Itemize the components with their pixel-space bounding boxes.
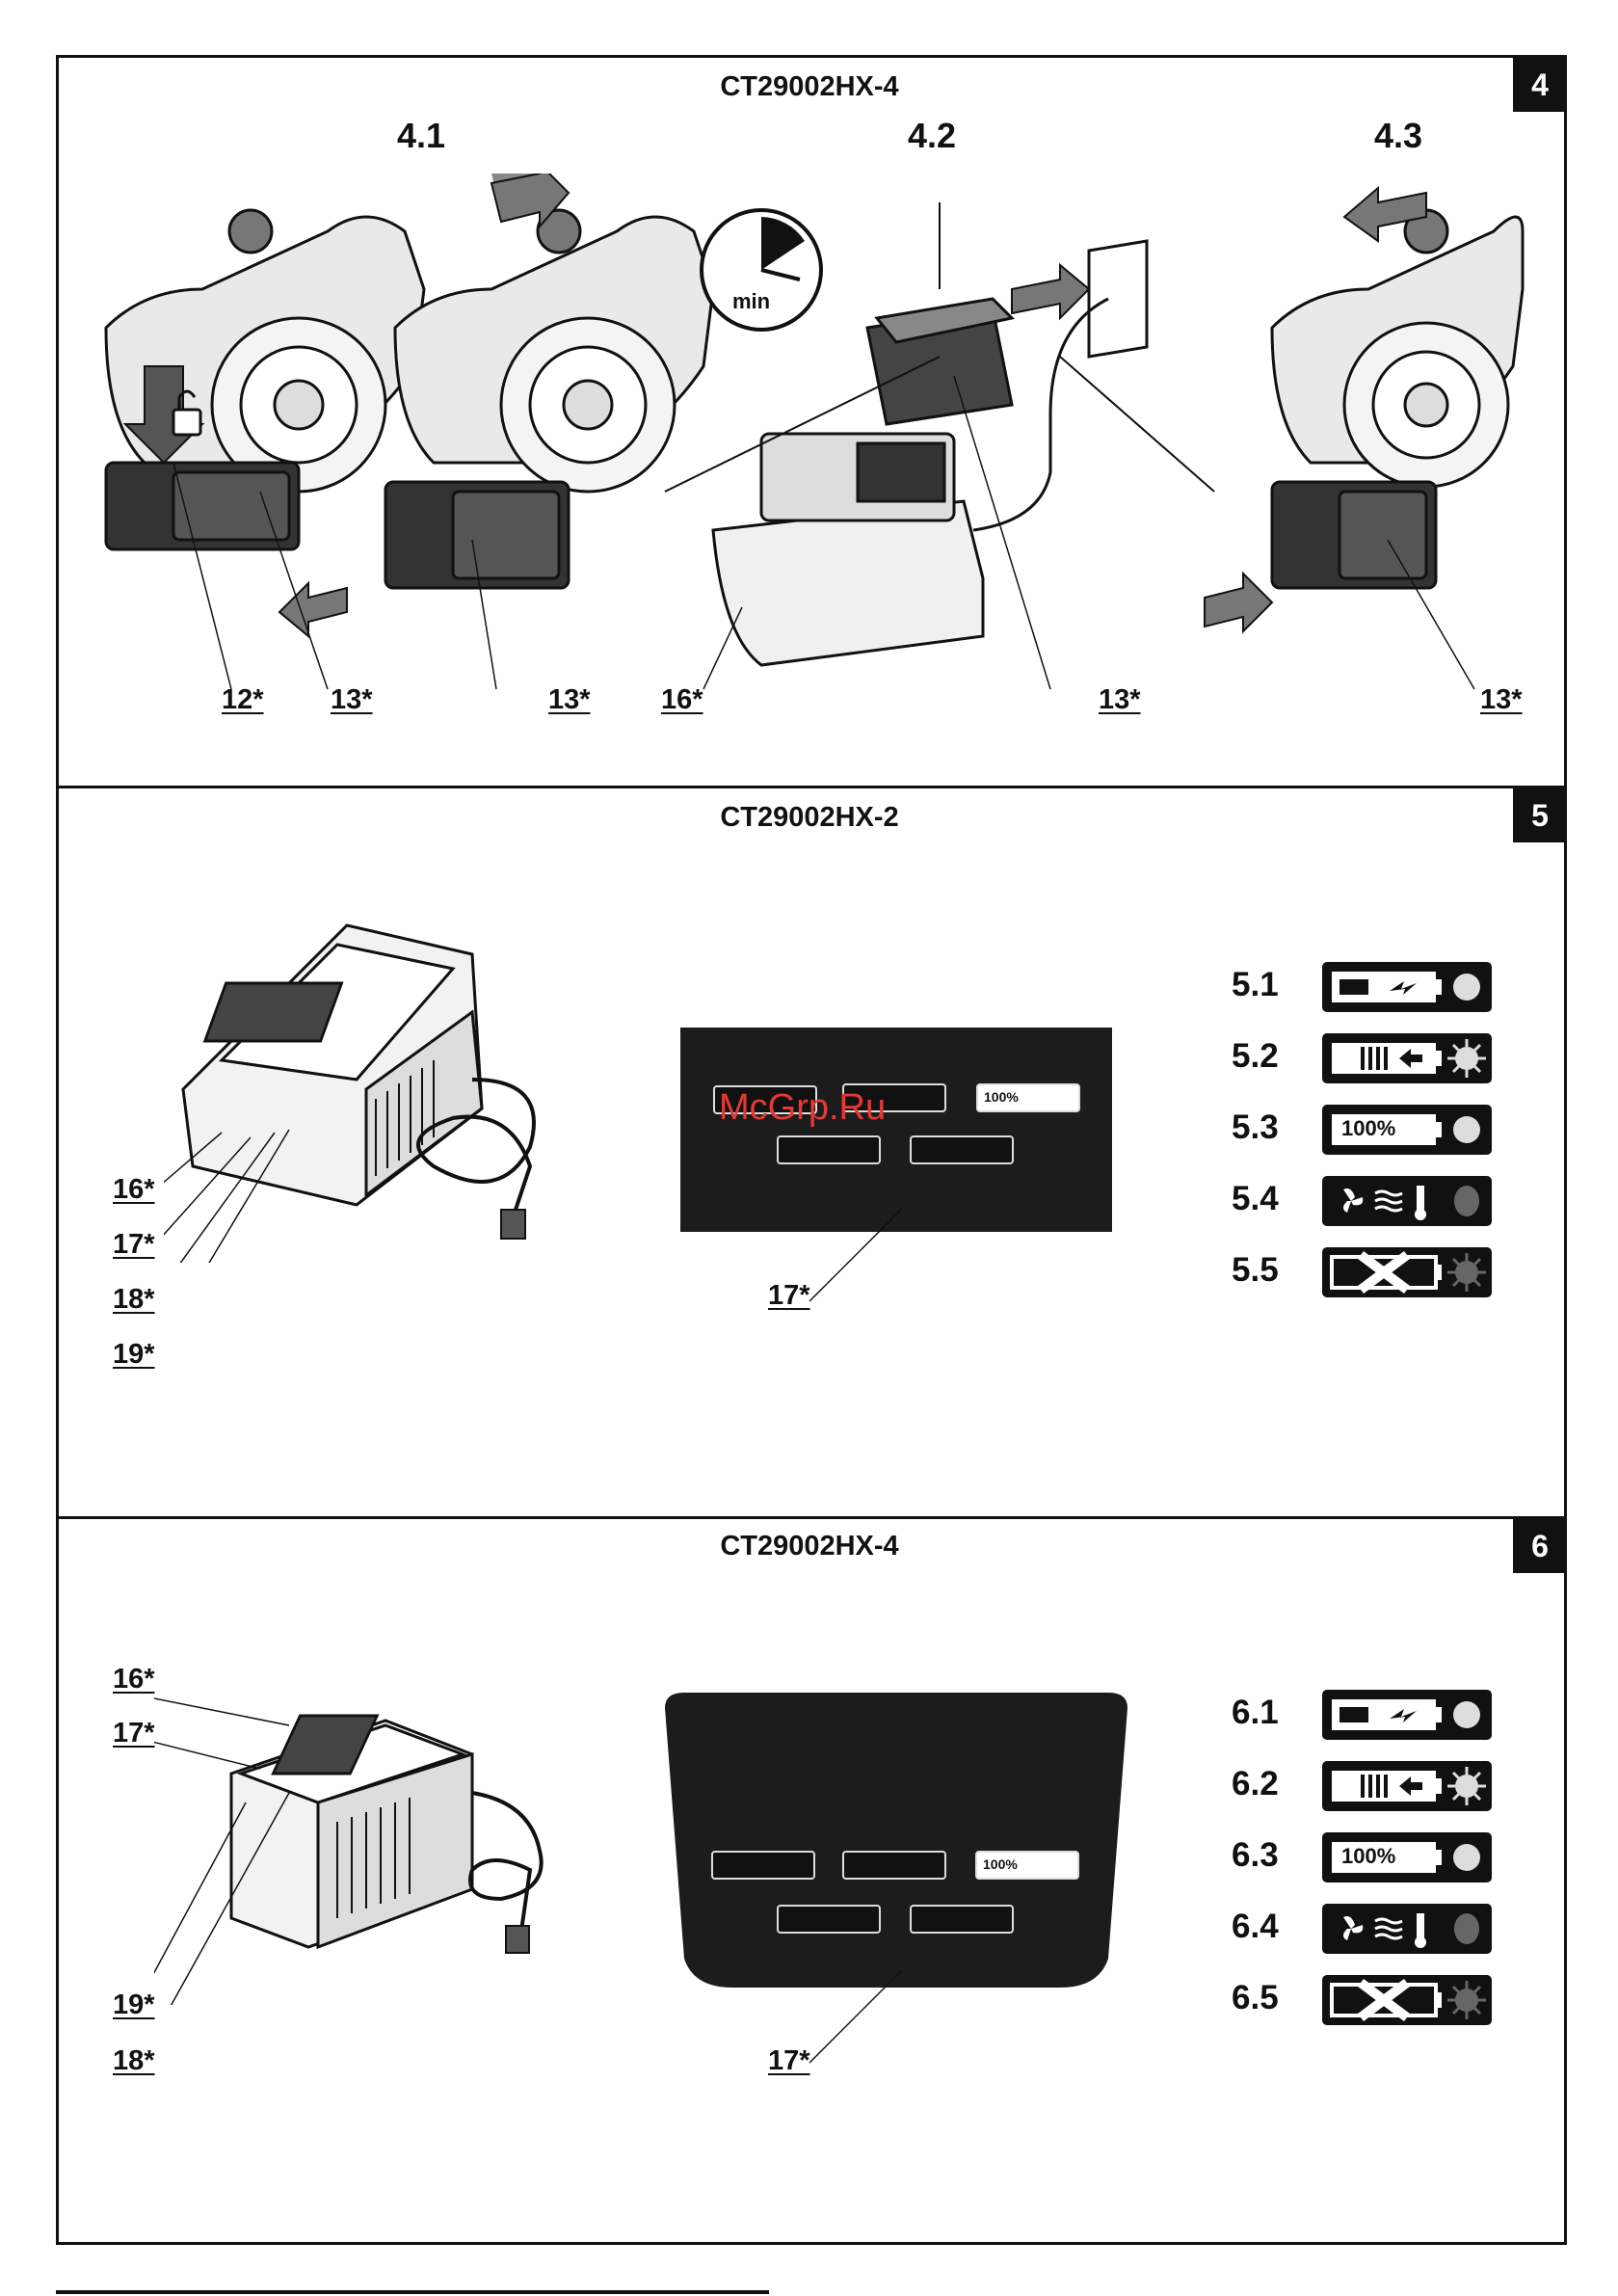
callout-13: 13* [1480, 684, 1523, 716]
indicator-percent-6-3: 100% [1341, 1844, 1395, 1869]
battery-fault-icon [1322, 1247, 1492, 1297]
panel-percent-text: 100% [983, 1856, 1018, 1872]
battery-removal-illustration [87, 174, 1532, 733]
plug-icon [506, 1926, 529, 1953]
callout-17: 17* [113, 1229, 155, 1261]
callout-16: 16* [661, 684, 703, 716]
battery-pack-illustration [867, 299, 1012, 424]
callout-12: 12* [222, 684, 264, 716]
slide-arrow-icon [1205, 574, 1272, 631]
panel-temperature-indicator [777, 1905, 881, 1934]
section-4-number: 4 [1513, 58, 1567, 112]
section-divider [56, 1516, 1567, 1519]
indicator-label-6-1: 6.1 [1232, 1694, 1279, 1732]
section-5-number: 5 [1513, 788, 1567, 842]
section-6-number: 6 [1513, 1519, 1567, 1573]
charger-ct29002hx-2-illustration [164, 916, 607, 1263]
drill-tool-2 [385, 210, 713, 588]
charger-indicator-panel: 100% McGrp.Ru [680, 1028, 1112, 1232]
indicator-label-5-5: 5.5 [1232, 1251, 1279, 1290]
battery-charging-icon [1322, 1690, 1492, 1740]
callout-16: 16* [113, 1664, 155, 1695]
section-4-model: CT29002HX-4 [617, 71, 1002, 103]
fan-temperature-icon [1322, 1176, 1492, 1226]
panel-percent-text: 100% [984, 1089, 1019, 1105]
charger-ct29002hx-4-illustration [154, 1677, 578, 2005]
indicator-label-5-1: 5.1 [1232, 966, 1279, 1004]
section-6-model: CT29002HX-4 [617, 1531, 1002, 1562]
step-4-1: 4.1 [397, 116, 445, 156]
indicator-label-5-4: 5.4 [1232, 1180, 1279, 1218]
power-cord [470, 1793, 542, 1937]
panel-fault-indicator [910, 1135, 1014, 1164]
indicator-label-6-5: 6.5 [1232, 1979, 1279, 2017]
plug-icon [501, 1210, 525, 1239]
callout-13: 13* [331, 684, 373, 716]
section-divider [56, 786, 1567, 788]
indicator-label-6-3: 6.3 [1232, 1836, 1279, 1875]
drill-tool-3 [1272, 210, 1523, 588]
clock-label: min [732, 289, 770, 314]
panel-charging-indicator [711, 1851, 815, 1880]
step-4-3: 4.3 [1374, 116, 1422, 156]
slide-arrow-icon [1012, 265, 1089, 318]
slide-arrow-icon [279, 583, 347, 636]
indicator-label-5-2: 5.2 [1232, 1037, 1279, 1076]
battery-level-icon [1322, 1033, 1492, 1083]
callout-18: 18* [113, 1284, 155, 1316]
battery-level-icon [1322, 1761, 1492, 1811]
charger-illustration [713, 434, 983, 665]
watermark: McGrp.Ru [719, 1087, 886, 1129]
footer-line [56, 2290, 769, 2294]
unlock-icon [173, 410, 200, 435]
battery-fault-icon [1322, 1975, 1492, 2025]
charger-indicator-panel-curved [655, 1689, 1137, 1997]
callout-17: 17* [768, 1280, 810, 1312]
fan-temperature-icon [1322, 1904, 1492, 1954]
callout-18: 18* [113, 2045, 155, 2077]
indicator-label-5-3: 5.3 [1232, 1108, 1279, 1147]
battery-charging-icon [1322, 962, 1492, 1012]
wall-outlet-icon [1089, 241, 1147, 357]
section-5-model: CT29002HX-2 [617, 802, 1002, 834]
callout-13: 13* [548, 684, 591, 716]
callout-16: 16* [113, 1174, 155, 1206]
callout-13: 13* [1099, 684, 1141, 716]
callout-17: 17* [113, 1718, 155, 1749]
step-4-2: 4.2 [908, 116, 956, 156]
panel-temperature-indicator [777, 1135, 881, 1164]
indicator-label-6-4: 6.4 [1232, 1908, 1279, 1946]
callout-17: 17* [768, 2045, 810, 2077]
callout-19: 19* [113, 1989, 155, 2021]
callout-19: 19* [113, 1339, 155, 1371]
indicator-percent-5-3: 100% [1341, 1116, 1395, 1141]
panel-level-indicator [842, 1851, 946, 1880]
indicator-label-6-2: 6.2 [1232, 1765, 1279, 1803]
panel-fault-indicator [910, 1905, 1014, 1934]
